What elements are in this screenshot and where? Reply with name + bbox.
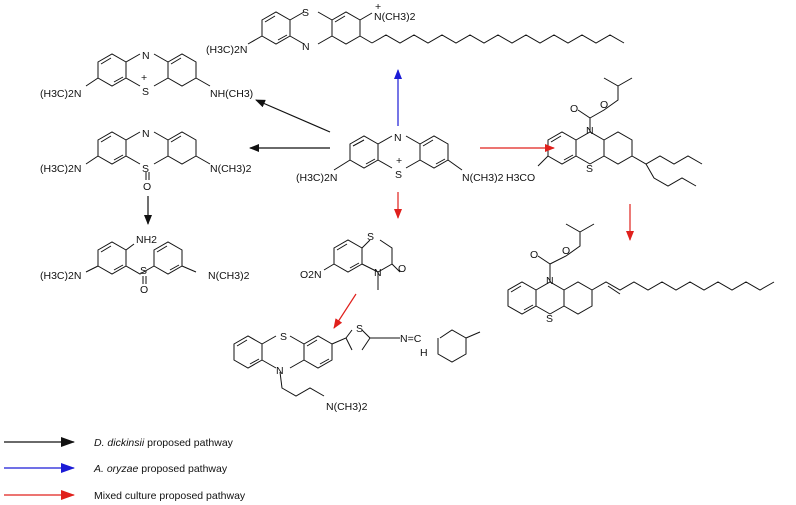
charge-label: + bbox=[375, 1, 381, 13]
azure-b-structure: N S + (H3C)2N NH(CH3) bbox=[40, 50, 253, 100]
nitro-label: O2N bbox=[300, 269, 322, 281]
ring-nitrogen-label: N bbox=[276, 365, 284, 377]
carbonyl-oxygen-label: O bbox=[398, 263, 406, 275]
arrow-to-azure bbox=[255, 99, 331, 133]
boc-alkenyl-structure: N S O O bbox=[507, 223, 775, 325]
legend: D. dickinsii proposed pathway A. oryzae … bbox=[4, 437, 246, 502]
amine-label: NH2 bbox=[136, 234, 157, 246]
left-substituent-label: (H3C)2N bbox=[296, 172, 337, 184]
legend-italic-oryzae: A. oryzae bbox=[93, 463, 139, 475]
ring-nitrogen-label: N bbox=[142, 128, 150, 140]
ring-nitrogen-label: N bbox=[546, 275, 554, 287]
ester-oxygen-label: O bbox=[562, 245, 570, 257]
right-substituent-label: N(CH3)2 bbox=[374, 11, 416, 23]
right-substituent-label: N(CH3)2 bbox=[462, 172, 504, 184]
amine-label: N(CH3)2 bbox=[326, 401, 368, 413]
right-substituent-label: NH(CH3) bbox=[210, 88, 253, 100]
ring-sulfur-label: S bbox=[302, 7, 309, 19]
sulfur-label: S bbox=[140, 265, 147, 277]
arrow-to-thiadiazole bbox=[333, 293, 357, 329]
sulfoxide-structure: N S O (H3C)2N N(CH3)2 bbox=[40, 128, 252, 193]
legend-rest-dickinsii: proposed pathway bbox=[144, 437, 233, 449]
ring-sulfur-label: S bbox=[142, 86, 149, 98]
thiadiazole-derivative-structure: S N S N=C H N(CH3)2 bbox=[233, 323, 481, 413]
legend-rest-oryzae: proposed pathway bbox=[138, 463, 227, 475]
charge-label: + bbox=[141, 72, 147, 84]
imine-h-label: H bbox=[420, 347, 428, 359]
ring-sulfur-label: S bbox=[142, 163, 149, 175]
ring-nitrogen-label: N bbox=[142, 50, 150, 62]
methylene-blue-structure: N S + (H3C)2N N(CH3)2 bbox=[296, 132, 504, 184]
oxygen-label: O bbox=[140, 284, 148, 296]
ring-sulfur-label: S bbox=[586, 163, 593, 175]
legend-rest-mixed: Mixed culture proposed pathway bbox=[94, 490, 246, 502]
legend-label-oryzae: A. oryzae proposed pathway bbox=[93, 463, 228, 475]
ring-nitrogen-label: N bbox=[586, 125, 594, 137]
carbonyl-oxygen-label: O bbox=[530, 249, 538, 261]
ring-nitrogen-label: N bbox=[394, 132, 402, 144]
alkyl-derivative-structure: S N + (H3C)2N N(CH3)2 bbox=[206, 1, 625, 56]
left-substituent-label: (H3C)2N bbox=[206, 44, 247, 56]
charge-label: + bbox=[396, 155, 402, 167]
carbonyl-oxygen-label: O bbox=[570, 103, 578, 115]
ring-opened-sulfoxide-structure: NH2 S O (H3C)2N N(CH3)2 bbox=[40, 234, 250, 296]
ring-sulfur-label: S bbox=[395, 169, 402, 181]
ring-nitrogen-label: N bbox=[374, 267, 382, 279]
legend-italic-dickinsii: D. dickinsii bbox=[94, 437, 145, 449]
ring-sulfur-label: S bbox=[367, 231, 374, 243]
boc-dibutylamine-structure: N S O O H3CO bbox=[506, 77, 703, 187]
nitro-benzothiazinone-structure: S N O O2N bbox=[300, 231, 406, 290]
ester-oxygen-label: O bbox=[600, 99, 608, 111]
right-substituent-label: N(CH3)2 bbox=[210, 163, 252, 175]
methoxy-label: H3CO bbox=[506, 172, 535, 184]
ring-nitrogen-label: N bbox=[302, 41, 310, 53]
ring-sulfur-label: S bbox=[546, 313, 553, 325]
right-substituent-label: N(CH3)2 bbox=[208, 270, 250, 282]
legend-label-mixed: Mixed culture proposed pathway bbox=[94, 490, 246, 502]
left-substituent-label: (H3C)2N bbox=[40, 163, 81, 175]
left-substituent-label: (H3C)2N bbox=[40, 270, 81, 282]
ring-sulfur-label: S bbox=[280, 331, 287, 343]
thiadiazole-sulfur-label: S bbox=[356, 323, 363, 335]
left-substituent-label: (H3C)2N bbox=[40, 88, 81, 100]
imine-label: N=C bbox=[400, 333, 422, 345]
legend-label-dickinsii: D. dickinsii proposed pathway bbox=[94, 437, 234, 449]
oxygen-label: O bbox=[143, 181, 151, 193]
